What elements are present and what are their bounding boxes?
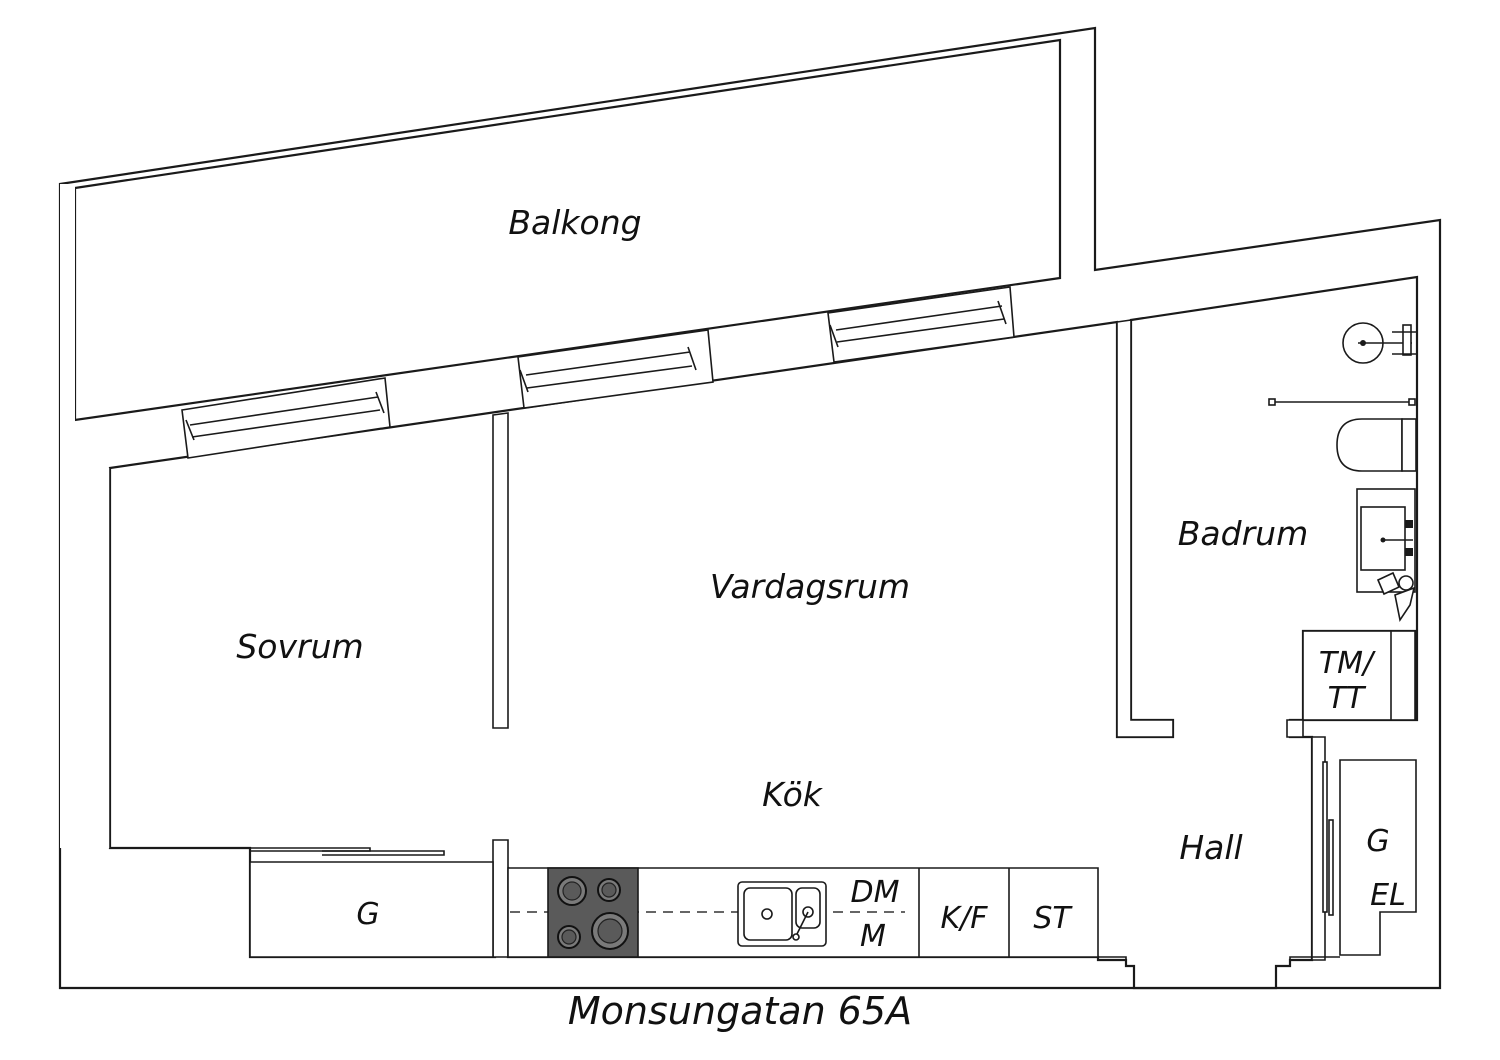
partition-walls: [60, 184, 1174, 958]
window-icon: [827, 286, 1015, 363]
storage-label: ST: [1033, 901, 1073, 936]
fridge-freezer-label: K/F: [940, 901, 988, 936]
windows: [181, 286, 1015, 459]
bedroom-wardrobe: G: [249, 847, 494, 958]
washer-label: TM/: [1319, 646, 1376, 681]
kitchen-label: Kök: [762, 775, 824, 814]
hall-label: Hall: [1179, 828, 1242, 867]
balcony-label: Balkong: [508, 203, 641, 242]
entrance: [1098, 956, 1340, 988]
room-labels: Balkong Sovrum Vardagsrum Kök Badrum Hal…: [236, 203, 1308, 867]
shower-icon: [1268, 322, 1416, 406]
washbasin-icon: [1356, 488, 1416, 623]
electric-panel-label: EL: [1370, 878, 1406, 913]
toilet-icon: [1336, 418, 1417, 472]
living-room-label: Vardagsrum: [710, 567, 910, 606]
bedroom-label: Sovrum: [236, 627, 363, 666]
door-icon: [1322, 761, 1334, 916]
address-caption: Monsungatan 65A: [568, 989, 912, 1033]
washer-dryer: TM/ TT: [1302, 630, 1416, 721]
hall-wardrobe-label: G: [1366, 824, 1389, 859]
wardrobe-label: G: [356, 897, 379, 932]
window-icon: [517, 329, 714, 409]
dryer-label: TT: [1328, 681, 1367, 716]
kitchen-counter: DM M K/F ST: [507, 867, 1099, 958]
sink-icon: [737, 881, 827, 947]
hall-fixtures: G EL: [1286, 719, 1417, 961]
dishwasher-label: DM: [851, 875, 900, 910]
bathroom-label: Badrum: [1178, 514, 1308, 553]
window-icon: [181, 377, 391, 459]
microwave-label: M: [860, 919, 886, 954]
bathroom-fixtures: TM/ TT: [1268, 322, 1417, 721]
hob-icon: [547, 867, 639, 958]
